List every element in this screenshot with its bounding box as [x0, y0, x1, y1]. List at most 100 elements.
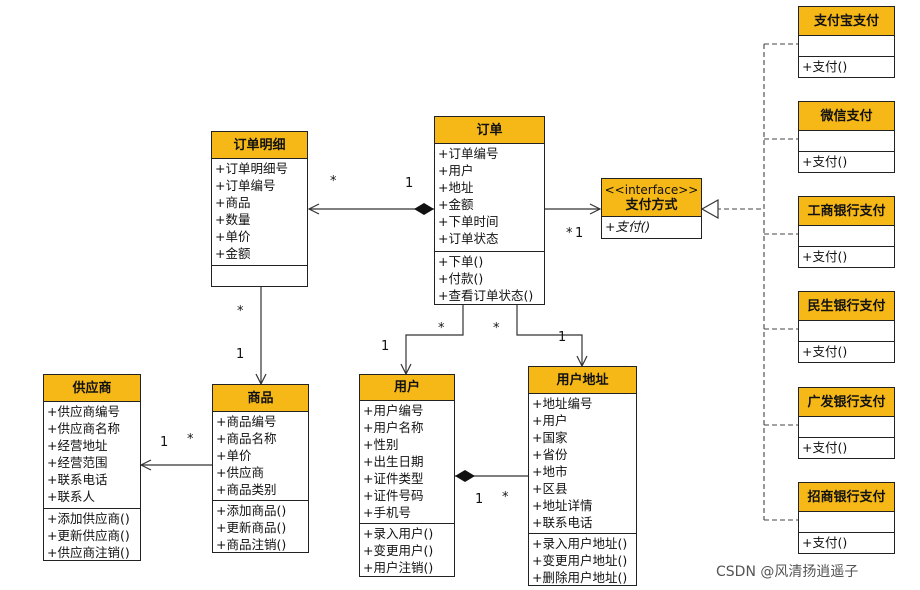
attribute: +地址 [438, 180, 474, 195]
attribute: +金额 [438, 197, 474, 212]
class-name: 招商银行支付 [799, 483, 894, 512]
multiplicity: * [237, 304, 244, 319]
class-cmb-pay[interactable]: 招商银行支付 +支付() [798, 482, 895, 554]
attributes: +商品编号 +商品名称 +单价 +供应商 +商品类别 [213, 412, 308, 501]
attributes [799, 417, 894, 438]
class-user-address[interactable]: 用户地址 +地址编号 +用户 +国家 +省份 +地市 +区县 +地址详情 +联系… [528, 366, 637, 586]
operations: +添加商品() +更新商品() +商品注销() [213, 501, 308, 554]
attributes: +订单明细号 +订单编号 +商品 +数量 +单价 +金额 [212, 159, 307, 266]
operation: +商品注销() [216, 537, 287, 552]
operations: +录入用户() +变更用户() +用户注销() [360, 524, 454, 577]
class-product[interactable]: 商品 +商品编号 +商品名称 +单价 +供应商 +商品类别 +添加商品() +更… [212, 384, 309, 553]
class-name: 订单 [435, 117, 544, 144]
operation: +添加供应商() [47, 511, 130, 526]
attributes: +地址编号 +用户 +国家 +省份 +地市 +区县 +地址详情 +联系电话 [529, 394, 636, 534]
operations: +支付() [799, 533, 894, 552]
class-wechat-pay[interactable]: 微信支付 +支付() [798, 101, 895, 173]
multiplicity: * [502, 490, 509, 505]
operation: +支付() [802, 249, 848, 264]
class-name: 民生银行支付 [799, 292, 894, 321]
attribute: +地址详情 [532, 498, 593, 513]
class-supplier[interactable]: 供应商 +供应商编号 +供应商名称 +经营地址 +经营范围 +联系电话 +联系人… [43, 374, 141, 561]
operation: +支付() [802, 344, 848, 359]
multiplicity: * [493, 321, 500, 336]
attribute: +国家 [532, 430, 568, 445]
attribute: +金额 [215, 246, 251, 261]
operation: +付款() [438, 271, 484, 286]
attribute: +订单编号 [215, 178, 276, 193]
attribute: +地址编号 [532, 396, 593, 411]
attributes: +供应商编号 +供应商名称 +经营地址 +经营范围 +联系电话 +联系人 [44, 402, 140, 509]
operation: +录入用户() [363, 526, 434, 541]
attribute: +地市 [532, 464, 568, 479]
class-order-detail[interactable]: 订单明细 +订单明细号 +订单编号 +商品 +数量 +单价 +金额 [211, 131, 308, 287]
class-user[interactable]: 用户 +用户编号 +用户名称 +性别 +出生日期 +证件类型 +证件号码 +手机… [359, 374, 455, 577]
attribute: +供应商名称 [47, 421, 120, 436]
multiplicity: 1 [575, 226, 584, 241]
class-cgb-pay[interactable]: 广发银行支付 +支付() [798, 387, 895, 459]
attribute: +联系电话 [532, 515, 593, 530]
interface-payment[interactable]: <<interface>> 支付方式 +支付() [601, 178, 702, 239]
attributes [799, 131, 894, 152]
operations: +支付() [799, 342, 894, 361]
attribute: +用户名称 [363, 420, 424, 435]
operation: +支付() [802, 440, 848, 455]
attribute: +下单时间 [438, 214, 499, 229]
operation: +用户注销() [363, 560, 434, 575]
attribute: +用户 [532, 413, 568, 428]
operations: +支付() [799, 247, 894, 266]
attribute: +区县 [532, 481, 568, 496]
operation: +添加商品() [216, 503, 287, 518]
class-icbc-pay[interactable]: 工商银行支付 +支付() [798, 196, 895, 268]
attribute: +经营地址 [47, 438, 108, 453]
attribute: +订单状态 [438, 231, 499, 246]
attribute: +商品 [215, 195, 251, 210]
class-name: 用户 [360, 375, 454, 401]
multiplicity: 1 [160, 435, 169, 450]
operation: +查看订单状态() [438, 288, 534, 303]
operations: +下单() +付款() +查看订单状态() [435, 252, 544, 305]
operation: +删除用户地址() [532, 570, 628, 585]
class-name: 订单明细 [212, 132, 307, 159]
attribute: +用户 [438, 163, 474, 178]
attribute: +证件类型 [363, 471, 424, 486]
realization-triangle [700, 198, 719, 220]
class-cmbc-pay[interactable]: 民生银行支付 +支付() [798, 291, 895, 363]
attribute: +手机号 [363, 505, 411, 520]
attribute: +商品名称 [216, 431, 277, 446]
class-name: 广发银行支付 [799, 388, 894, 417]
realization-lines [716, 43, 798, 521]
operations: +支付() [602, 217, 701, 236]
multiplicity: 1 [558, 330, 567, 345]
multiplicity: * [330, 174, 337, 189]
attribute: +订单明细号 [215, 161, 288, 176]
attribute: +数量 [215, 212, 251, 227]
multiplicity: 1 [236, 347, 245, 362]
attributes [799, 321, 894, 342]
operation: +变更用户地址() [532, 553, 628, 568]
class-alipay[interactable]: 支付宝支付 +支付() [798, 6, 895, 78]
assoc-order-address [516, 305, 582, 366]
operation: +供应商注销() [47, 545, 130, 560]
operation: +下单() [438, 254, 484, 269]
watermark: CSDN @风清扬逍遥子 [716, 564, 859, 580]
operation: +支付() [802, 154, 848, 169]
class-name: 供应商 [44, 375, 140, 402]
attribute: +商品编号 [216, 414, 277, 429]
attribute: +性别 [363, 437, 399, 452]
class-name: 微信支付 [799, 102, 894, 131]
attributes: +用户编号 +用户名称 +性别 +出生日期 +证件类型 +证件号码 +手机号 [360, 401, 454, 524]
operation: +录入用户地址() [532, 536, 628, 551]
operation: +支付() [605, 219, 651, 234]
class-order[interactable]: 订单 +订单编号 +用户 +地址 +金额 +下单时间 +订单状态 +下单() +… [434, 116, 545, 305]
operation: +变更用户() [363, 543, 434, 558]
operations: +支付() [799, 57, 894, 76]
operations: +添加供应商() +更新供应商() +供应商注销() [44, 509, 140, 562]
operations [212, 266, 307, 287]
class-name: 支付宝支付 [799, 7, 894, 36]
composition-diamond-user [455, 470, 475, 482]
operation: +支付() [802, 59, 848, 74]
operations: +支付() [799, 438, 894, 457]
attributes [799, 36, 894, 57]
class-name: 工商银行支付 [799, 197, 894, 226]
